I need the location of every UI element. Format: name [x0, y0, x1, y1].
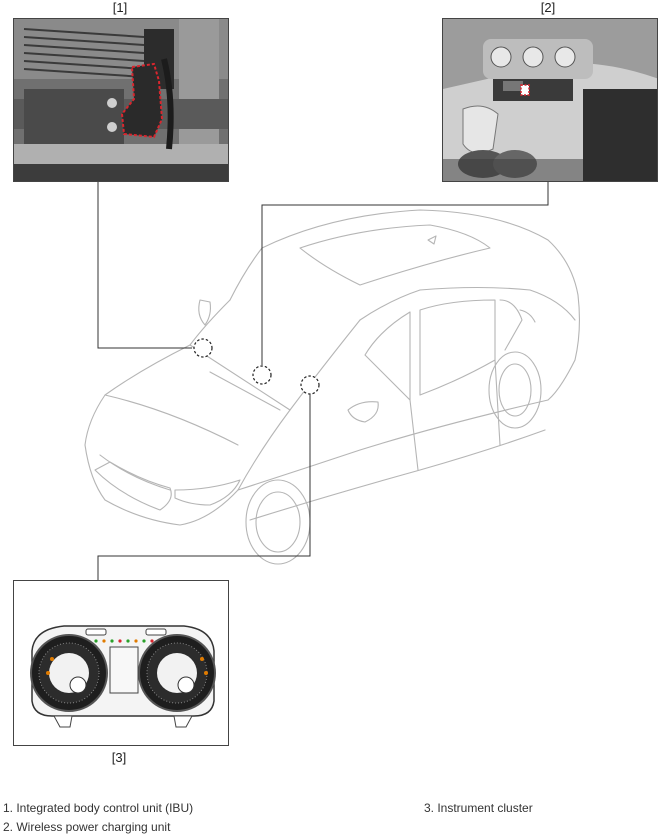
ibu-photo	[13, 18, 229, 182]
wireless-charger-photo	[442, 18, 658, 182]
leader-line-3	[97, 394, 311, 580]
instrument-cluster-drawing	[30, 625, 216, 728]
callout-label-3: [3]	[111, 750, 127, 765]
callout-label-1: [1]	[112, 0, 128, 15]
leader-line-2	[261, 182, 549, 365]
location-markers	[193, 338, 320, 395]
wireless-charger-photo-drawing	[443, 19, 657, 181]
legend-item-instrument-cluster: 3. Instrument cluster	[424, 801, 533, 815]
ibu-photo-drawing	[14, 19, 228, 181]
marker-ibu	[193, 338, 213, 358]
marker-instrument-cluster	[300, 375, 320, 395]
marker-wireless-charger	[252, 365, 272, 385]
leader-line-1	[97, 182, 192, 349]
legend-item-wireless-charger: 2. Wireless power charging unit	[3, 820, 171, 834]
legend-item-ibu: 1. Integrated body control unit (IBU)	[3, 801, 194, 815]
callout-label-2: [2]	[540, 0, 556, 15]
instrument-cluster-photo	[13, 580, 229, 746]
leader-lines	[97, 182, 549, 580]
car-outline	[84, 209, 580, 565]
